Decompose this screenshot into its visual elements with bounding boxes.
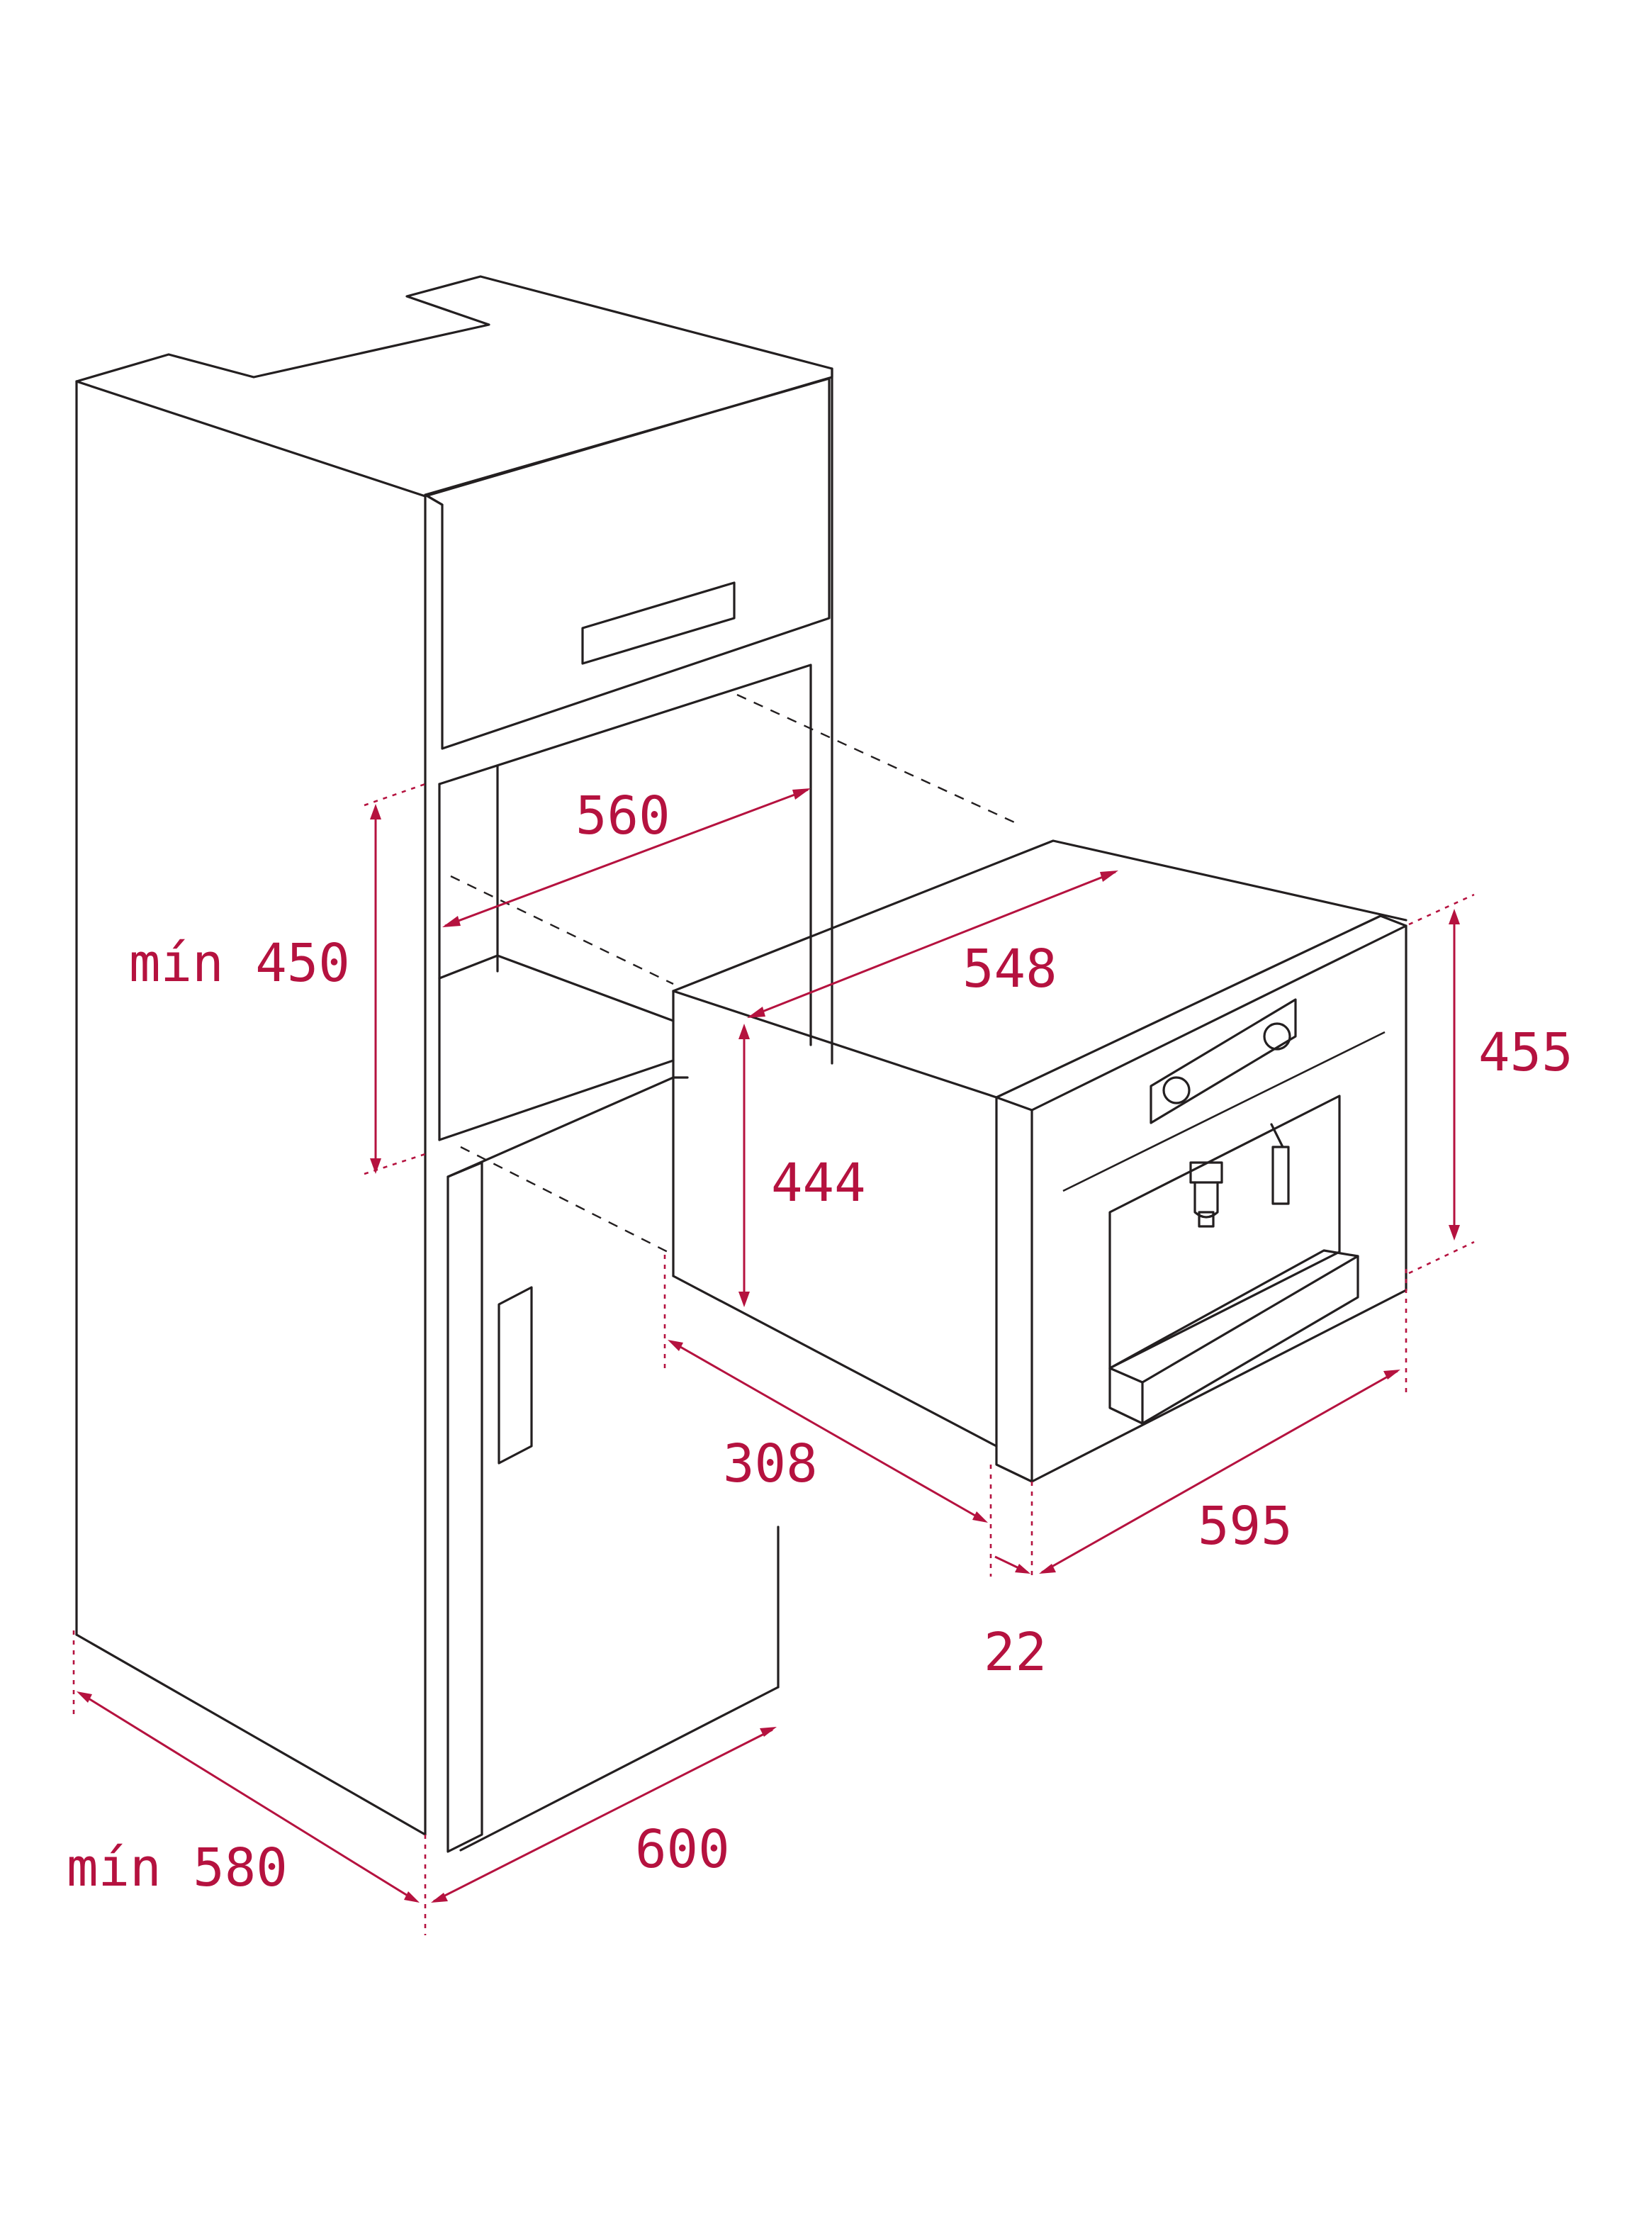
drip-tray-edge [1141, 1255, 1359, 1384]
label-min-580: mín 580 [67, 1837, 288, 1898]
steam-wand-icon [1270, 1123, 1290, 1205]
control-panel [1150, 998, 1297, 1124]
dim-line-580 [79, 1691, 417, 1903]
machine-body-top-front [672, 990, 998, 1099]
dim-line-595 [1041, 1370, 1398, 1574]
door-bottom [459, 1686, 780, 1852]
label-600: 600 [635, 1819, 730, 1880]
drawer-handle [581, 581, 736, 665]
niche-floor [438, 954, 675, 1022]
dim-line-600 [433, 1728, 773, 1903]
knob-right-icon [1263, 1022, 1291, 1051]
drawer-top-edge [424, 493, 444, 506]
knob-left-icon [1162, 1076, 1191, 1104]
label-548: 548 [962, 939, 1057, 1000]
label-308: 308 [723, 1433, 818, 1494]
dim-line-548 [749, 871, 1116, 1018]
panel-divider [1062, 1031, 1386, 1192]
label-595: 595 [1198, 1496, 1293, 1557]
niche-bottom-front [438, 1059, 675, 1141]
drip-tray-top [1108, 1367, 1144, 1384]
machine-body-top [672, 839, 1407, 992]
coffee-spout-icon [1189, 1161, 1223, 1228]
door-handle [498, 1286, 533, 1465]
door-top [446, 1076, 689, 1178]
tall-cabinet [75, 275, 833, 1836]
machine-front-top [1030, 924, 1407, 1112]
niche-back-top [438, 664, 812, 1046]
label-min-450: mín 450 [129, 933, 350, 994]
dimension-labels: mín 450 560 548 455 444 308 595 22 mín 5… [67, 785, 1573, 1898]
machine-front-edge [995, 1096, 1033, 1112]
dispensing-niche [1108, 1095, 1341, 1370]
top-drawer [424, 377, 831, 750]
drip-tray [1108, 1249, 1359, 1425]
label-444: 444 [771, 1153, 866, 1214]
label-455: 455 [1478, 1022, 1573, 1083]
niche-opening [438, 664, 812, 1141]
dim-line-560 [444, 788, 809, 927]
lower-door [446, 1076, 780, 1853]
cabinet-bottom-left [75, 1633, 427, 1836]
dimension-lines [72, 783, 1475, 1935]
drawer-front [424, 377, 831, 750]
cabinet-top-outline [75, 275, 833, 498]
machine-front-frame [995, 914, 1407, 1483]
door-panel [446, 1161, 483, 1853]
coffee-machine [672, 839, 1407, 1483]
label-22: 22 [984, 1622, 1047, 1683]
label-560: 560 [575, 785, 670, 846]
machine-body-bottom [672, 1275, 998, 1448]
projection-lines [450, 693, 1021, 1256]
dim-line-308 [670, 1340, 986, 1523]
